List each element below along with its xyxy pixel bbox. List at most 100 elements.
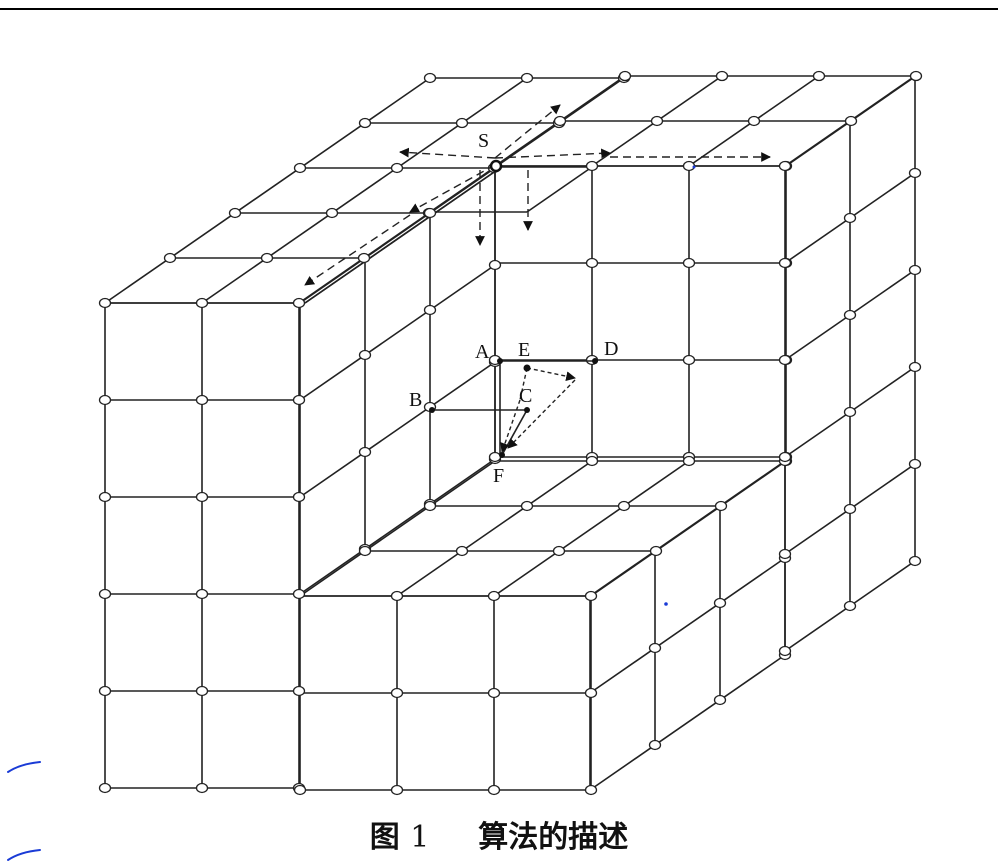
- mesh-node: [487, 687, 501, 699]
- mesh-node: [908, 361, 922, 373]
- mesh-node: [843, 600, 857, 612]
- mesh-nodes: [98, 70, 923, 796]
- mesh-node: [98, 782, 112, 794]
- pen-dot: [664, 602, 668, 606]
- mesh-node: [195, 685, 209, 697]
- mesh-node: [455, 545, 469, 557]
- mesh-node: [682, 160, 696, 172]
- mesh-node: [423, 304, 437, 316]
- label-c: C: [519, 385, 532, 407]
- label-d: D: [604, 338, 618, 360]
- figure-caption: 图 1 算法的描述: [0, 812, 998, 856]
- mesh-node: [163, 252, 177, 264]
- arrow-top-back: [494, 104, 561, 159]
- mesh-node: [423, 72, 437, 84]
- mesh-node: [585, 455, 599, 467]
- mesh-node: [843, 406, 857, 418]
- mesh-node: [358, 349, 372, 361]
- mesh-node: [195, 491, 209, 503]
- arrow-top-right: [494, 148, 611, 159]
- mesh-node: [292, 491, 306, 503]
- mesh-node: [778, 160, 792, 172]
- pen-marks: [7, 761, 41, 861]
- caption-prefix: 图: [369, 820, 400, 855]
- arrow-diag-front: [409, 164, 496, 213]
- mesh-node: [778, 257, 792, 269]
- mesh-node: [650, 115, 664, 127]
- mesh-node: [908, 264, 922, 276]
- mesh-node: [812, 70, 826, 82]
- mesh-node: [358, 446, 372, 458]
- arrow-top-left: [399, 147, 496, 159]
- mesh-node: [552, 545, 566, 557]
- mesh-node: [715, 70, 729, 82]
- mesh-node: [908, 555, 922, 567]
- mesh-node: [648, 642, 662, 654]
- mesh-node: [843, 309, 857, 321]
- local-dashed-arrows: [500, 367, 576, 453]
- mesh-node: [423, 500, 437, 512]
- mesh-node: [584, 590, 598, 602]
- mesh-node: [778, 548, 792, 560]
- mesh-node: [98, 491, 112, 503]
- mesh-node: [909, 70, 923, 82]
- mesh-node: [843, 503, 857, 515]
- mesh-node: [423, 207, 437, 219]
- mesh-node: [585, 257, 599, 269]
- mesh-node: [195, 394, 209, 406]
- mesh-node: [714, 500, 728, 512]
- mesh-node: [98, 588, 112, 600]
- mesh-node: [843, 212, 857, 224]
- start-point-s: [489, 159, 503, 173]
- mesh-node: [358, 117, 372, 129]
- label-s: S: [478, 130, 489, 152]
- mesh-node: [747, 115, 761, 127]
- mesh-node: [649, 545, 663, 557]
- top-rule: [0, 8, 998, 10]
- pen-dot-2: [692, 165, 696, 169]
- mesh-node: [584, 687, 598, 699]
- mesh-node: [358, 545, 372, 557]
- mesh-node: [455, 117, 469, 129]
- mesh-node: [260, 252, 274, 264]
- mesh-node: [292, 588, 306, 600]
- mesh-node: [778, 451, 792, 463]
- mesh-node: [98, 394, 112, 406]
- mesh-node: [293, 162, 307, 174]
- mesh-node: [584, 784, 598, 796]
- mesh-node: [908, 167, 922, 179]
- mesh-node: [713, 694, 727, 706]
- mesh-node: [292, 394, 306, 406]
- mesh-node: [778, 645, 792, 657]
- mesh-node: [488, 259, 502, 271]
- local-points: [429, 358, 598, 458]
- mesh-lines: [104, 75, 917, 791]
- mesh-node: [844, 115, 858, 127]
- mesh-node: [908, 458, 922, 470]
- mesh-node: [98, 297, 112, 309]
- mesh-node: [195, 588, 209, 600]
- caption-number: 1: [410, 820, 430, 855]
- caption-text: 算法的描述: [478, 820, 629, 855]
- mesh-node: [520, 500, 534, 512]
- arrow-diag-front-far: [304, 214, 411, 286]
- mesh-node: [292, 297, 306, 309]
- mesh-node: [682, 257, 696, 269]
- mesh-node: [390, 590, 404, 602]
- mesh-node: [98, 685, 112, 697]
- mesh-node: [778, 354, 792, 366]
- mesh-node: [682, 354, 696, 366]
- mesh-node: [390, 687, 404, 699]
- mesh-node: [617, 500, 631, 512]
- mesh-node: [325, 207, 339, 219]
- mesh-node: [488, 451, 502, 463]
- mesh-node: [293, 784, 307, 796]
- mesh-node: [585, 160, 599, 172]
- mesh-node: [292, 685, 306, 697]
- mesh-node: [648, 739, 662, 751]
- local-construction: [432, 360, 595, 456]
- mesh-node: [553, 115, 567, 127]
- label-f: F: [493, 465, 504, 487]
- mesh-node: [390, 162, 404, 174]
- label-b: B: [409, 389, 422, 411]
